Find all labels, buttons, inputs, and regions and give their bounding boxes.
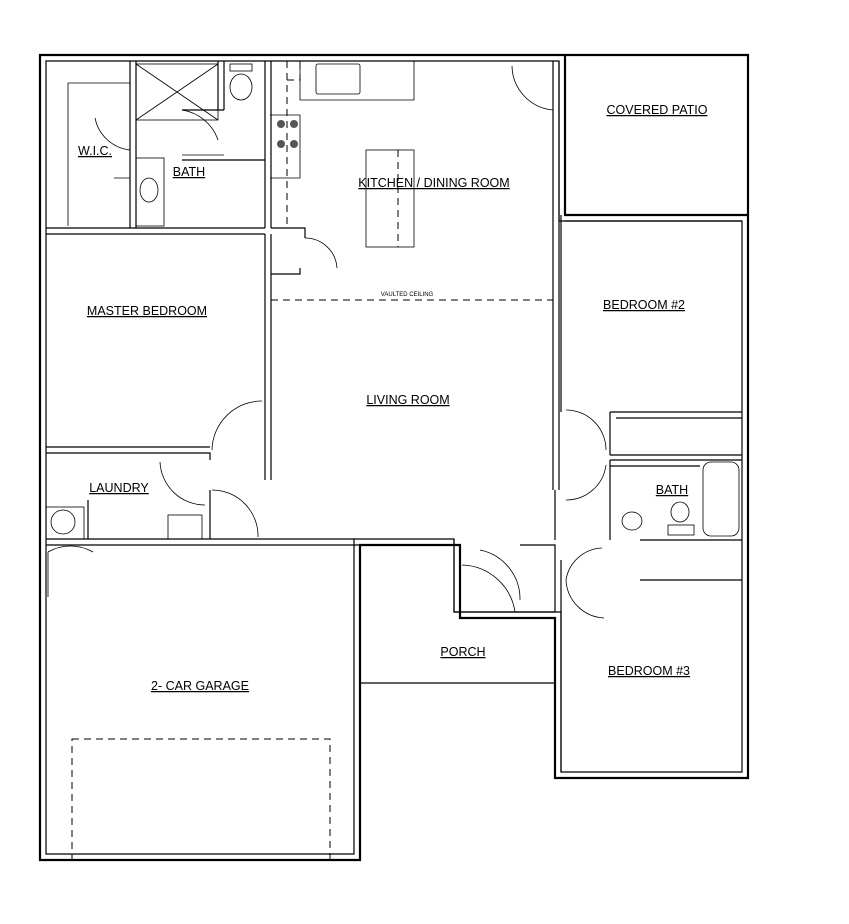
label-garage: 2- CAR GARAGE xyxy=(151,679,249,693)
label-covered-patio: COVERED PATIO xyxy=(607,103,708,117)
interior-walls xyxy=(46,61,742,772)
doors xyxy=(47,65,607,619)
label-living-room: LIVING ROOM xyxy=(366,393,449,407)
label-vaulted-ceiling: VAULTED CEILING xyxy=(381,292,434,298)
label-kitchen: KITCHEN / DINING ROOM xyxy=(358,176,509,190)
label-wic: W.I.C. xyxy=(78,144,112,158)
label-bedroom-3: BEDROOM #3 xyxy=(608,664,690,678)
label-bath-2: BATH xyxy=(656,483,688,497)
label-bedroom-2: BEDROOM #2 xyxy=(603,298,685,312)
label-master-bath: BATH xyxy=(173,165,205,179)
label-porch: PORCH xyxy=(440,645,485,659)
room-labels: W.I.C. BATH KITCHEN / DINING ROOM COVERE… xyxy=(78,103,708,693)
fixtures xyxy=(45,61,740,861)
label-master-bedroom: MASTER BEDROOM xyxy=(87,304,207,318)
label-laundry: LAUNDRY xyxy=(89,481,149,495)
